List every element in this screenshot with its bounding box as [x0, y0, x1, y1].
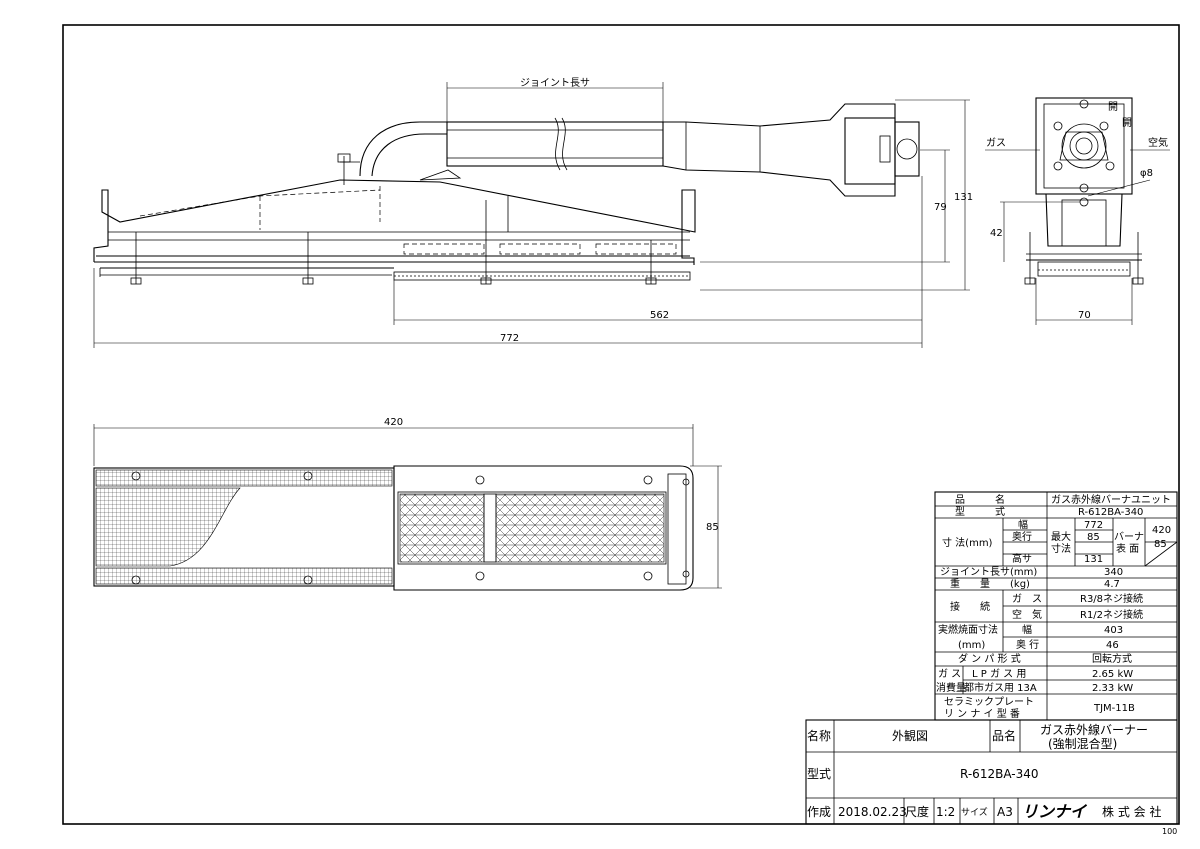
- spec-joint-label: ジョイント長サ(mm): [940, 566, 1037, 578]
- tb-product-value-2: (強制混合型): [1048, 736, 1117, 751]
- dim-562: 562: [650, 310, 669, 321]
- spec-effective-d-value: 46: [1106, 640, 1119, 651]
- tb-name-label: 名称: [807, 728, 831, 743]
- spec-size-w-label: 幅: [1018, 518, 1028, 531]
- spec-connect-gas-label: ガ ス: [1012, 593, 1042, 605]
- spec-size-label: 寸 法(mm): [942, 536, 993, 549]
- tb-size-label: サイズ: [961, 806, 988, 818]
- spec-connect-air-label: 空 気: [1012, 608, 1042, 621]
- drawing-border: [62, 24, 1180, 825]
- spec-table: 品 名 ガス赤外線バーナユニット 型 式 R-612BA-340 寸 法(mm)…: [934, 491, 1178, 721]
- spec-effective-w-value: 403: [1104, 625, 1123, 636]
- spec-ceramic-value: TJM-11B: [1093, 703, 1135, 714]
- dim-420: 420: [384, 417, 403, 428]
- spec-rinnai-number-label: リ ン ナ イ 型 番: [944, 707, 1020, 720]
- spec-size-h-label: 高サ: [1012, 552, 1032, 565]
- spec-row-model-value: R-612BA-340: [1078, 507, 1143, 518]
- phi8-label: φ8: [1140, 168, 1153, 179]
- spec-connect-gas-value: R3/8ネジ接続: [1080, 592, 1143, 605]
- tb-model-label: 型式: [807, 767, 831, 781]
- tb-size-value: A3: [997, 805, 1013, 819]
- spec-burner-label: バーナ: [1114, 531, 1144, 543]
- spec-effective-label-1: 実燃焼面寸法: [938, 623, 998, 636]
- tb-company-suffix: 株 式 会 社: [1102, 804, 1161, 819]
- spec-surface-label: 表 面: [1116, 542, 1139, 555]
- dim-70: 70: [1078, 310, 1091, 321]
- air-label: 空気: [1148, 136, 1168, 149]
- spec-weight-value: 4.7: [1104, 579, 1120, 590]
- joint-length-label: ジョイント長サ: [520, 77, 590, 89]
- end-view: ガス 空気 開 開 φ8 42: [985, 97, 1170, 325]
- spec-size-d-label: 奥行: [1012, 530, 1032, 543]
- tb-company-logo: リンナイ: [1022, 802, 1088, 821]
- sheet-number: 100: [1162, 827, 1177, 836]
- spec-ceramic-label: セラミックプレート: [944, 696, 1034, 708]
- title-block: 名称 外観図 品名 ガス赤外線バーナー (強制混合型) 型式 R-612BA-3…: [805, 719, 1178, 825]
- tb-created-label: 作成: [807, 805, 831, 819]
- tb-model-value: R-612BA-340: [960, 767, 1039, 781]
- dim-131: 131: [954, 192, 973, 203]
- spec-max-label-2: 寸法: [1051, 542, 1071, 555]
- open-label-1: 開: [1108, 101, 1118, 113]
- spec-connect-air-value: R1/2ネジ接続: [1080, 608, 1143, 621]
- dim-772: 772: [500, 333, 519, 344]
- dim-85: 85: [706, 522, 719, 533]
- spec-effective-label-2: (mm): [958, 640, 985, 651]
- spec-weight-label: 重 量 (kg): [950, 577, 1030, 590]
- spec-size-d-value: 85: [1087, 532, 1100, 543]
- spec-lp-label: L P ガ ス 用: [972, 668, 1026, 680]
- spec-burner-d: 85: [1154, 539, 1167, 550]
- spec-lp-value: 2.65 kW: [1092, 669, 1133, 680]
- spec-burner-w: 420: [1152, 525, 1171, 536]
- spec-max-label: 最大: [1051, 530, 1071, 543]
- tb-product-value-1: ガス赤外線バーナー: [1040, 722, 1148, 737]
- tb-product-label: 品名: [992, 728, 1016, 743]
- spec-row-name-value: ガス赤外線バーナユニット: [1051, 493, 1171, 506]
- spec-city-label: 都市ガス用 13A: [964, 681, 1037, 694]
- dim-79: 79: [934, 202, 947, 213]
- spec-effective-w-label: 幅: [1022, 623, 1032, 636]
- tb-created-value: 2018.02.23: [838, 805, 907, 819]
- dim-42: 42: [990, 228, 1003, 239]
- spec-row-name-label: 品 名: [955, 493, 1005, 506]
- spec-row-model-label: 型 式: [955, 505, 1005, 518]
- spec-city-value: 2.33 kW: [1092, 683, 1133, 694]
- tb-name-value: 外観図: [892, 729, 928, 743]
- tb-scale-value: 1:2: [936, 805, 955, 819]
- side-view: ジョイント長サ: [93, 77, 973, 348]
- spec-consumption-label: 消費量: [936, 681, 966, 694]
- spec-size-w-value: 772: [1084, 520, 1103, 531]
- spec-size-h-value: 131: [1084, 554, 1103, 565]
- gas-label: ガス: [986, 137, 1006, 149]
- spec-joint-value: 340: [1104, 567, 1123, 578]
- spec-effective-d-label: 奥 行: [1016, 638, 1039, 651]
- spec-damper-label: ダ ン パ 形 式: [958, 652, 1021, 665]
- open-label-2: 開: [1122, 117, 1132, 129]
- spec-damper-value: 回転方式: [1092, 652, 1132, 665]
- spec-gas-label: ガ ス: [938, 668, 961, 680]
- top-view: 420 85: [93, 417, 722, 591]
- tb-scale-label: 尺度: [905, 804, 929, 819]
- spec-connect-label: 接 続: [950, 600, 990, 613]
